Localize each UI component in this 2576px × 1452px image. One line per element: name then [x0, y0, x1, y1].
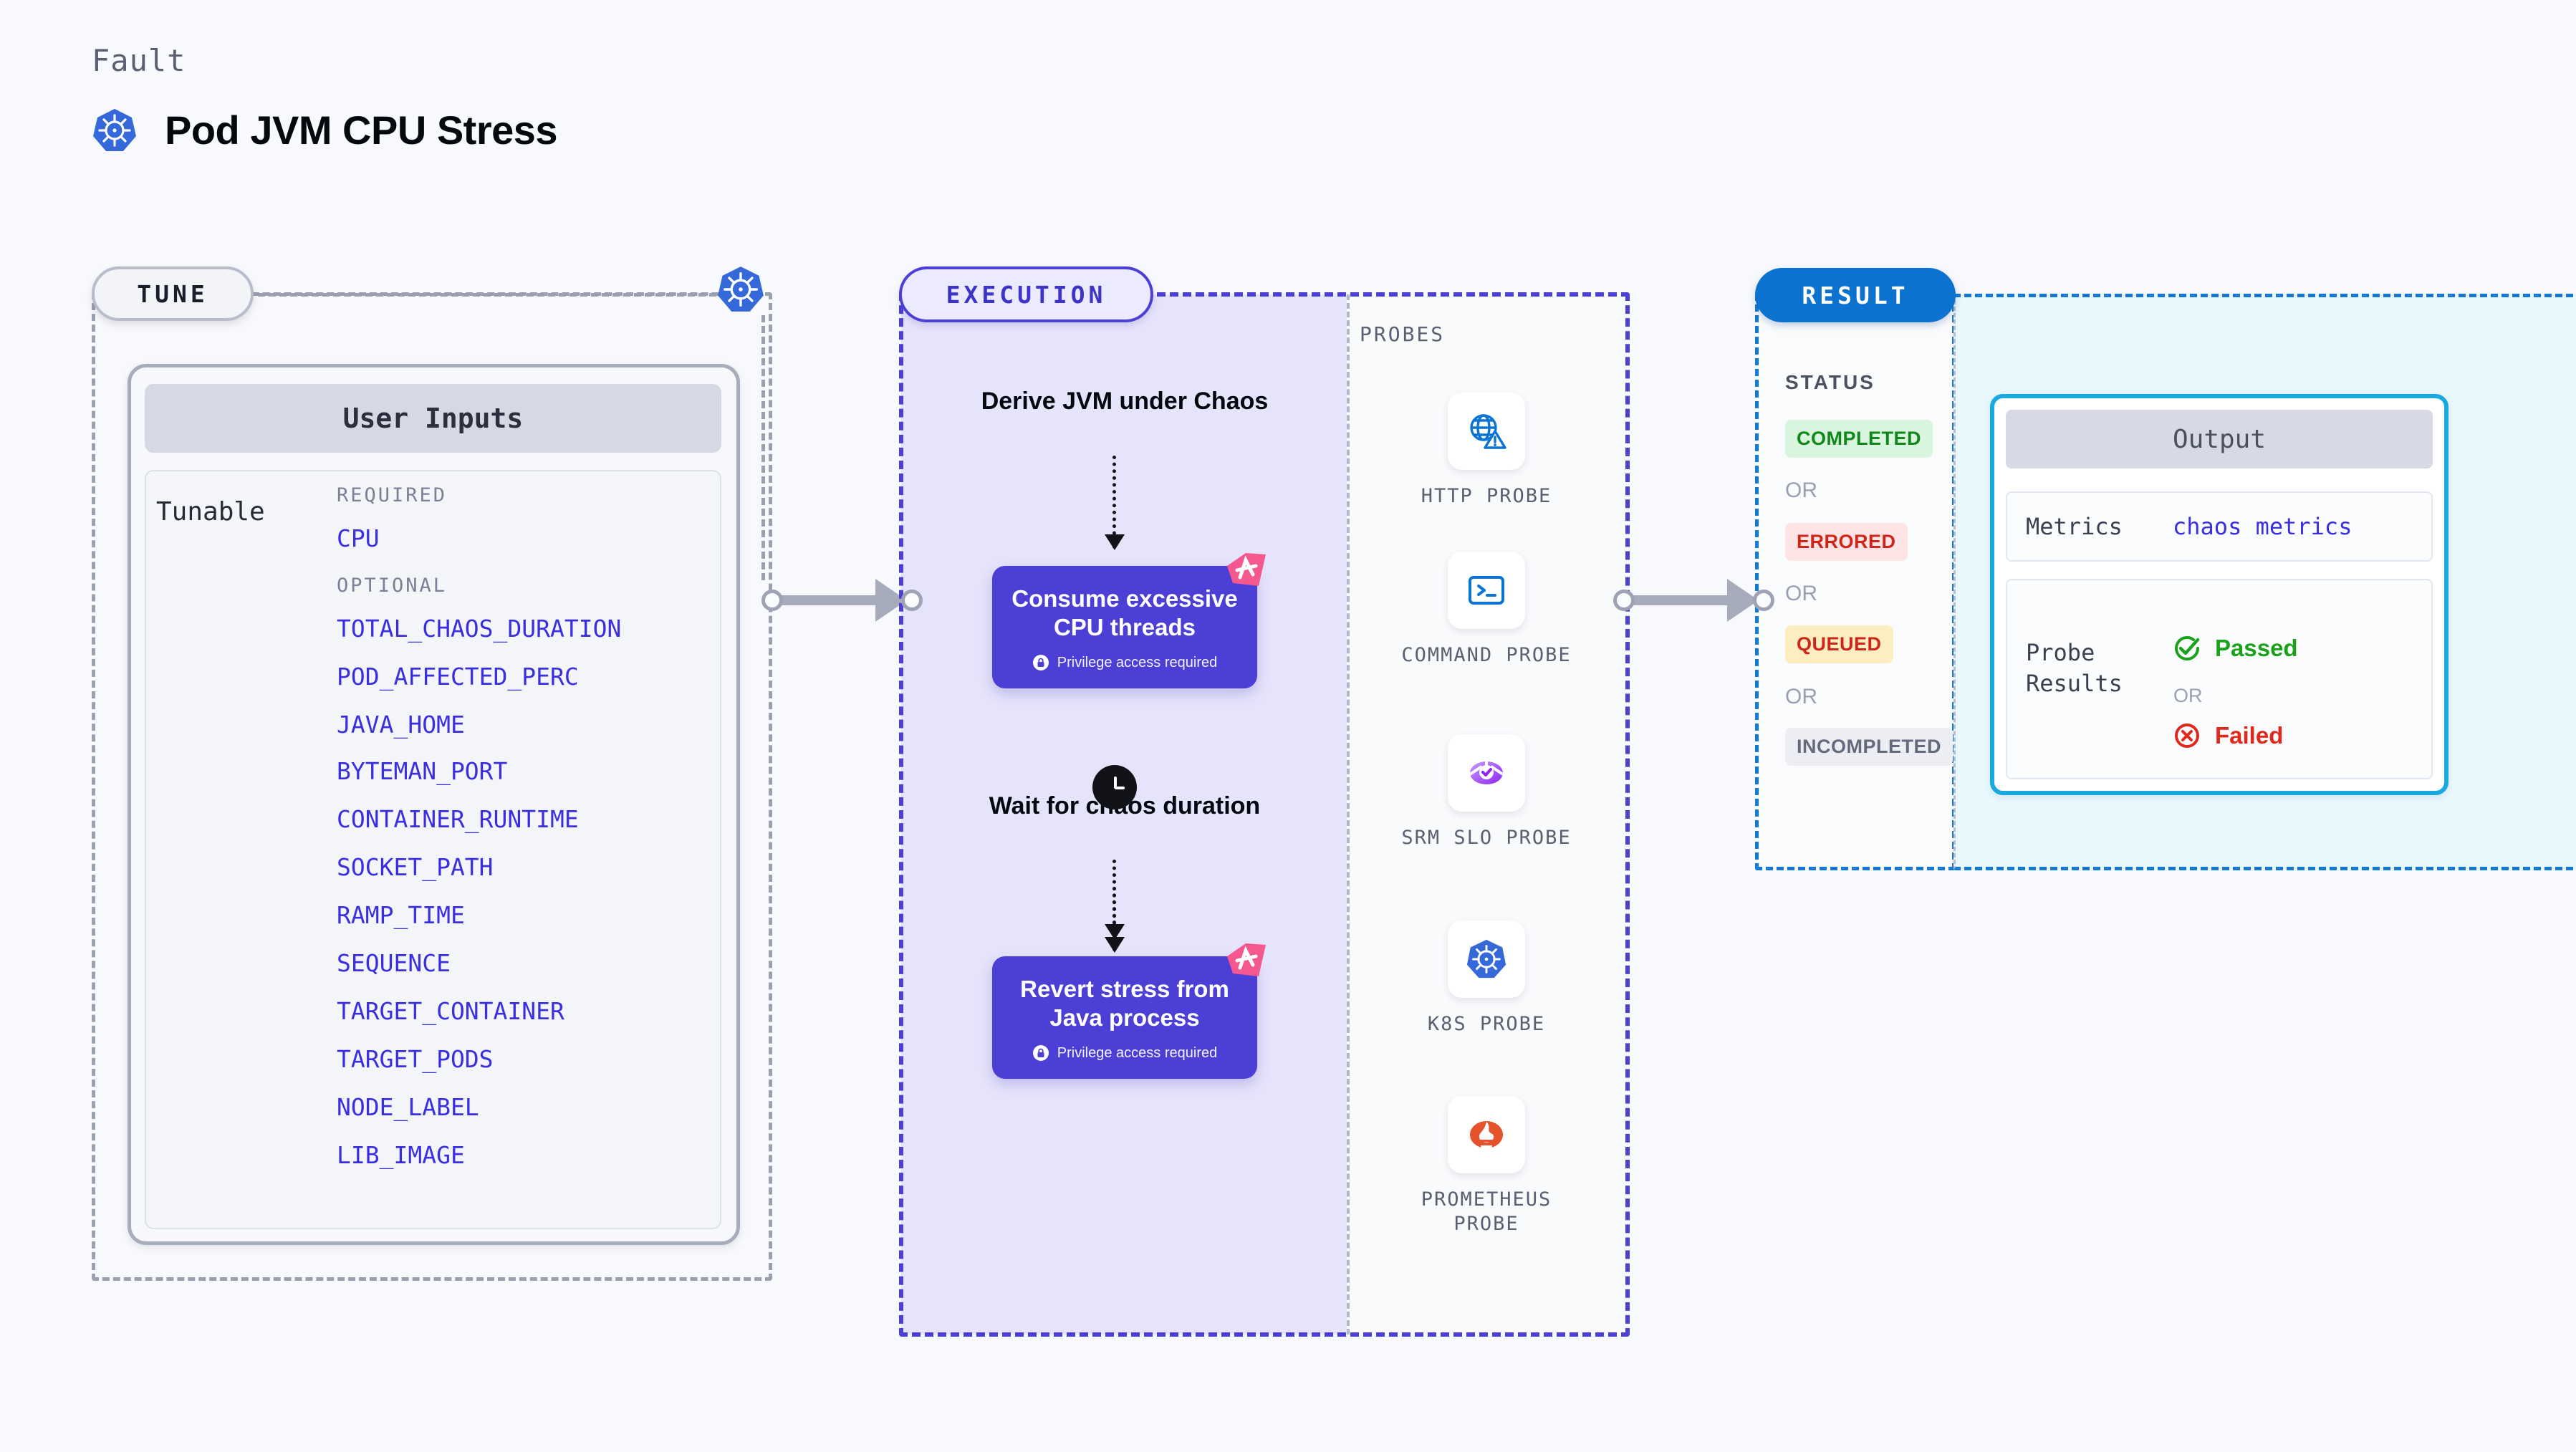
- user-inputs-title: User Inputs: [145, 384, 721, 453]
- required-group-header: REQUIRED: [337, 484, 448, 506]
- arrow-execution-to-result: [1613, 579, 1774, 622]
- step-revert-privilege: Privilege access required: [1008, 1044, 1241, 1062]
- tune-kubernetes-icon: [716, 265, 765, 314]
- flow-arrow-1: [1105, 456, 1125, 550]
- arrow-shaft: [1632, 595, 1734, 605]
- status-or-2: OR: [1785, 582, 1817, 605]
- status-badge-completed: COMPLETED: [1785, 420, 1933, 458]
- probe-http-label: HTTP PROBE: [1421, 485, 1552, 507]
- x-circle-icon: [2172, 721, 2202, 751]
- metrics-value[interactable]: chaos metrics: [2173, 513, 2352, 540]
- probe-command[interactable]: COMMAND PROBE: [1397, 552, 1576, 668]
- probe-result-or: OR: [2173, 685, 2203, 706]
- execution-step-derive: Derive JVM under Chaos: [981, 388, 1269, 415]
- fault-eyebrow: Fault: [92, 43, 186, 78]
- litmus-mark-icon: [1224, 550, 1269, 590]
- param-lib-image[interactable]: LIB_IMAGE: [337, 1141, 465, 1169]
- probe-srm-slo-label: SRM SLO PROBE: [1401, 827, 1572, 849]
- probe-result-failed: Failed: [2172, 721, 2283, 751]
- param-pod-affected-perc[interactable]: POD_AFFECTED_PERC: [337, 663, 579, 691]
- param-byteman-port[interactable]: BYTEMAN_PORT: [337, 757, 508, 785]
- param-node-label[interactable]: NODE_LABEL: [337, 1093, 479, 1121]
- litmus-mark-icon: [1224, 941, 1269, 981]
- execution-step-revert[interactable]: Revert stress from Java process Privileg…: [992, 943, 1266, 1080]
- status-badge-incompleted: INCOMPLETED: [1785, 728, 1953, 766]
- params-list: REQUIRED CPU OPTIONAL TOTAL_CHAOS_DURATI…: [337, 484, 709, 1191]
- srm-slo-icon: [1448, 734, 1525, 812]
- arrow-end-dot: [901, 590, 923, 611]
- kubernetes-icon: [1448, 920, 1525, 998]
- page-header: Fault Pod JVM CPU Stress: [92, 43, 558, 153]
- metrics-key: Metrics: [2026, 513, 2123, 540]
- check-circle-icon: [2172, 633, 2202, 663]
- probe-k8s[interactable]: K8S PROBE: [1397, 920, 1576, 1037]
- step-consume-privilege-text: Privilege access required: [1057, 654, 1218, 670]
- arrow-shaft: [780, 595, 883, 605]
- status-badge-errored: ERRORED: [1785, 523, 1908, 561]
- execution-step-consume[interactable]: Consume excessive CPU threads Privilege …: [992, 553, 1266, 689]
- stage-badge-result[interactable]: RESULT: [1755, 268, 1956, 322]
- tune-connector-line: [258, 293, 716, 297]
- output-title: Output: [2006, 410, 2433, 468]
- tunable-label: Tunable: [156, 497, 265, 527]
- title-row: Pod JVM CPU Stress: [92, 107, 558, 153]
- metrics-row: Metrics chaos metrics: [2006, 491, 2433, 562]
- stage-badge-tune[interactable]: TUNE: [92, 266, 254, 321]
- status-label: STATUS: [1785, 371, 1875, 393]
- flow-arrow-3: [1105, 887, 1125, 953]
- probe-prometheus-label: PROMETHEUS PROBE: [1421, 1188, 1552, 1235]
- param-ramp-time[interactable]: RAMP_TIME: [337, 901, 465, 929]
- param-java-home[interactable]: JAVA_HOME: [337, 711, 465, 739]
- optional-group-header: OPTIONAL: [337, 574, 448, 597]
- execution-fill: [901, 294, 1347, 1335]
- probe-result-passed: Passed: [2172, 633, 2298, 663]
- lock-icon: [1032, 1044, 1049, 1062]
- status-badge-queued: QUEUED: [1785, 625, 1893, 663]
- arrow-end-dot: [1753, 590, 1774, 611]
- arrow-start-dot: [761, 590, 783, 611]
- step-consume-title: Consume excessive CPU threads: [1011, 585, 1238, 640]
- step-revert-title: Revert stress from Java process: [1020, 976, 1229, 1031]
- globe-warning-icon: [1448, 393, 1525, 470]
- tunable-body: [145, 470, 721, 1229]
- step-revert-privilege-text: Privilege access required: [1057, 1044, 1218, 1061]
- param-target-pods[interactable]: TARGET_PODS: [337, 1045, 494, 1073]
- probes-label: PROBES: [1360, 322, 1446, 346]
- probe-command-label: COMMAND PROBE: [1401, 644, 1572, 666]
- probe-prometheus[interactable]: PROMETHEUS PROBE: [1397, 1096, 1576, 1236]
- param-cpu[interactable]: CPU: [337, 524, 380, 552]
- param-total-chaos-duration[interactable]: TOTAL_CHAOS_DURATION: [337, 615, 622, 643]
- param-sequence[interactable]: SEQUENCE: [337, 949, 451, 977]
- param-container-runtime[interactable]: CONTAINER_RUNTIME: [337, 805, 579, 833]
- stage-badge-execution[interactable]: EXECUTION: [899, 266, 1153, 322]
- param-target-container[interactable]: TARGET_CONTAINER: [337, 997, 564, 1025]
- status-or-3: OR: [1785, 685, 1817, 708]
- probe-results-row: Probe Results Passed OR Failed: [2006, 579, 2433, 779]
- terminal-icon: [1448, 552, 1525, 629]
- kubernetes-icon: [92, 107, 138, 153]
- probe-result-failed-text: Failed: [2215, 722, 2284, 749]
- lock-icon: [1032, 654, 1049, 671]
- arrow-start-dot: [1613, 590, 1635, 611]
- tune-connector-vertical: [761, 315, 765, 580]
- probe-http[interactable]: HTTP PROBE: [1397, 393, 1576, 509]
- probe-results-key: Probe Results: [2026, 639, 2123, 698]
- status-region: [1755, 294, 1956, 870]
- prometheus-icon: [1448, 1096, 1525, 1173]
- param-socket-path[interactable]: SOCKET_PATH: [337, 853, 494, 881]
- clock-icon: [1092, 765, 1137, 809]
- execution-region: [899, 292, 1630, 1337]
- status-or-1: OR: [1785, 479, 1817, 502]
- page-title: Pod JVM CPU Stress: [165, 107, 558, 153]
- probe-result-passed-text: Passed: [2215, 635, 2298, 661]
- probe-srm-slo[interactable]: SRM SLO PROBE: [1397, 734, 1576, 850]
- step-consume-privilege: Privilege access required: [1008, 654, 1241, 671]
- probe-k8s-label: K8S PROBE: [1427, 1013, 1546, 1035]
